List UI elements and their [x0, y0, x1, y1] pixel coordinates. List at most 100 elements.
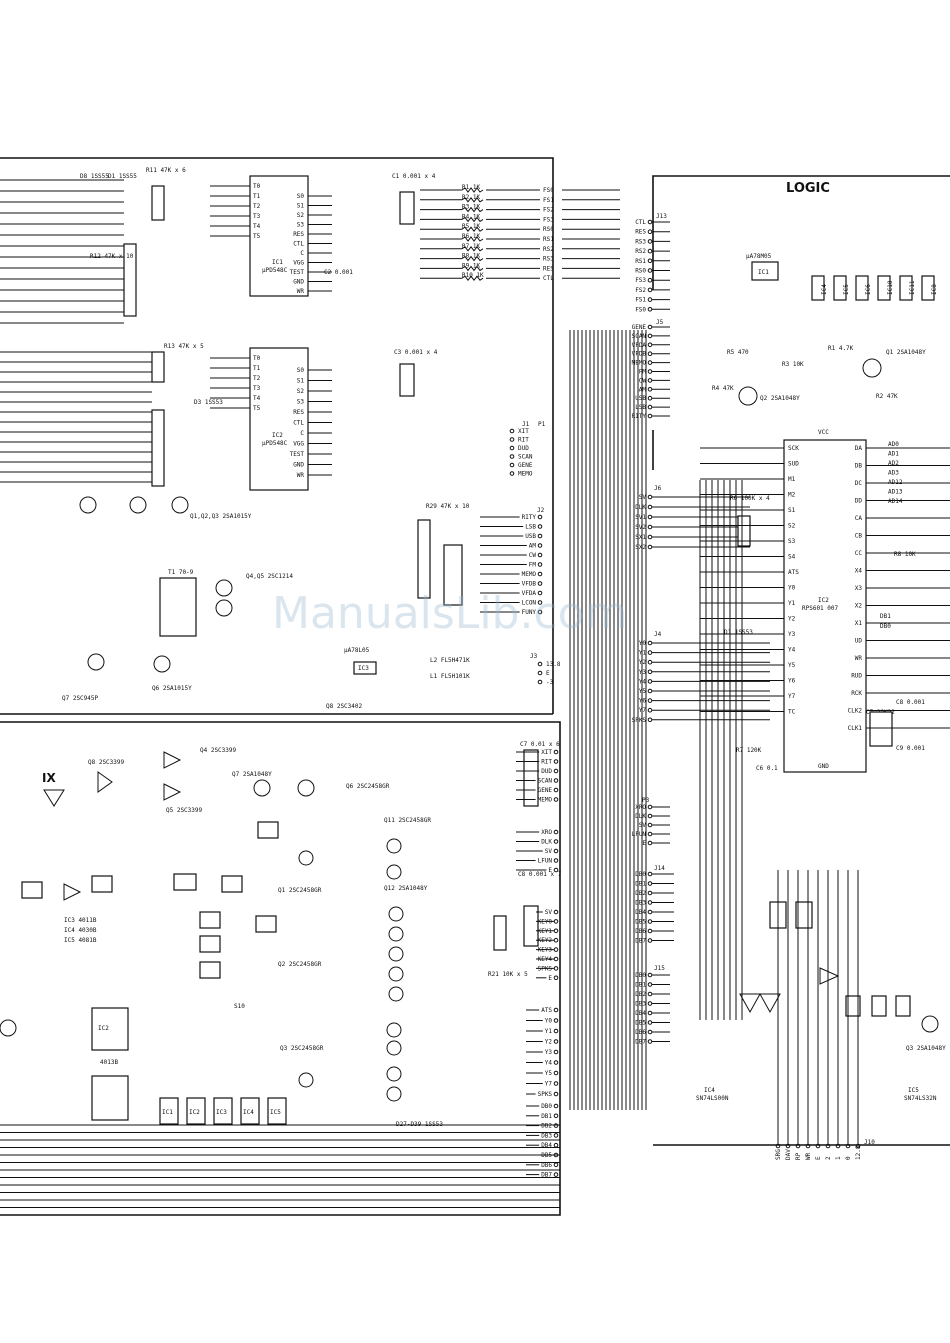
mx-small-ic	[186, 1097, 206, 1125]
mx-c7-label: C7 0.01 x 6	[520, 741, 560, 748]
mxy-pin-label: Y2	[545, 1039, 553, 1046]
upper-frame	[0, 157, 554, 715]
mxtop-pin	[553, 768, 559, 774]
mx-ic-list-0: IC3 4011B	[64, 917, 97, 924]
resistor-network-2	[151, 409, 165, 487]
j15pins-pin-label: DB2	[635, 991, 646, 998]
small-ic	[811, 275, 825, 301]
j4pins-pin-label: SPKS	[632, 717, 647, 724]
mx-transistor	[386, 864, 402, 880]
j2pins-pin-label: LCON	[522, 600, 537, 607]
mxy-pin	[553, 1091, 559, 1097]
j4pins-pin	[647, 640, 653, 646]
ic1-left-label: T5	[253, 233, 261, 240]
small-ic-label: IC4	[821, 284, 828, 295]
logic-inverter-ic4a	[739, 993, 761, 1014]
resistor	[461, 236, 484, 242]
logic-r7: R7 120K	[736, 747, 762, 754]
ic1-right-label: S0	[297, 193, 305, 200]
j5pins-pin-label: LSB	[635, 404, 646, 411]
small-ic-label: IC10	[887, 280, 894, 295]
transformer-t1: T1 70-9	[159, 569, 197, 637]
j6-label: J6	[654, 485, 662, 492]
logic-ic1-part: µA78M05	[746, 253, 772, 260]
mxtop-pin	[553, 797, 559, 802]
fs-label: FS2	[543, 207, 554, 214]
mx-small-ic	[213, 1097, 233, 1125]
j14pins-pin	[647, 938, 653, 943]
rps-right-label: CA	[855, 515, 863, 522]
mx-q12-label: Q12 2SA1048Y	[384, 885, 428, 892]
r13-label: R13 47K x 5	[164, 343, 204, 350]
j13pins-pin-label: RS0	[635, 268, 646, 275]
rps-left-label: S2	[788, 523, 796, 530]
j13pins-pin-label: CTL	[635, 219, 646, 226]
mx-transistor	[386, 1086, 402, 1102]
rps-name: IC2	[818, 597, 829, 604]
mx-q8-label: Q8 2SC3399	[88, 759, 125, 766]
j5pins-pin	[647, 342, 653, 348]
j5-label: J5	[656, 319, 664, 326]
bus-wires	[0, 179, 743, 1208]
j6pins-pin-label: SV1	[635, 514, 646, 521]
j2pins-pin-label: USB	[525, 533, 536, 540]
ic2-left-label: T2	[253, 375, 261, 382]
mx-transistor	[388, 946, 404, 962]
mxkey-pin-label: SV	[545, 909, 553, 916]
mx-inverter-ic4c	[43, 789, 65, 807]
rps-right-label: X1	[855, 620, 863, 627]
q6-label: Q6 2SA1015Y	[152, 685, 192, 692]
j2pins-pin-label: FM	[529, 562, 537, 569]
ic1-left-label: T3	[253, 213, 261, 220]
j5pins-pin-label: MEMO	[632, 360, 647, 367]
j2pins-pin	[537, 543, 543, 548]
resistor	[461, 226, 484, 233]
q7-label: Q7 2SC945P	[62, 695, 99, 702]
rps-left-label: Y7	[788, 693, 796, 700]
mxy-pin	[553, 1060, 559, 1065]
mx-c8-label: C8 0.001 x 7	[518, 871, 562, 878]
logic-q3-label: Q3 2SA1048Y	[906, 1045, 946, 1052]
mxmid-pin-label: DLK	[541, 839, 552, 846]
resistor-label: R10 1K	[462, 272, 484, 279]
mxkey-pin	[553, 919, 559, 924]
j10-pin-label: WR	[805, 1152, 812, 1160]
small-ic	[877, 275, 891, 301]
rps-part: RPS601 007	[802, 605, 839, 612]
rps-left-label: Y3	[788, 631, 796, 638]
mx-s10-label: S10	[234, 1003, 245, 1010]
mx-inverter-ic3d	[63, 883, 82, 901]
j5pins-pin-label: SCAN	[632, 333, 647, 340]
transistor-q6	[153, 655, 171, 673]
mxmid-pin-label: LFUN	[538, 858, 553, 865]
mxkey-pin	[553, 947, 559, 952]
j1pins-pin-label: RIT	[518, 437, 529, 444]
j6pins-pin	[647, 524, 653, 530]
j15pins-pin	[647, 1010, 653, 1016]
mx-q2-label: Q2 2SC2458GR	[278, 961, 322, 968]
ic1-left-label: T4	[253, 223, 261, 230]
j5pins-pin	[647, 360, 653, 365]
mx-transistor	[386, 838, 402, 854]
j14pins-pin	[647, 919, 653, 924]
j14pins-pin-label: DB2	[635, 890, 646, 897]
ad-label: AD0	[888, 441, 899, 448]
resistor	[461, 196, 484, 203]
j14pins-pin-label: DB5	[635, 919, 646, 926]
mxtop-pin	[553, 787, 559, 793]
j6pins-pin-label: SX1	[635, 534, 646, 541]
mxy-pin-label: Y4	[545, 1060, 553, 1067]
j4pins-pin-label: Y3	[639, 669, 647, 676]
r11-label: R11 47K x 6	[146, 167, 186, 174]
small-ic	[855, 275, 869, 301]
ic2-left-label: T1	[253, 365, 261, 372]
resistor	[461, 216, 484, 223]
j10-pin	[855, 1143, 861, 1149]
mx-gate-ic5d	[255, 915, 277, 933]
mxy-pin-label: SPKS	[538, 1091, 553, 1098]
mxy-pin	[553, 1049, 559, 1055]
